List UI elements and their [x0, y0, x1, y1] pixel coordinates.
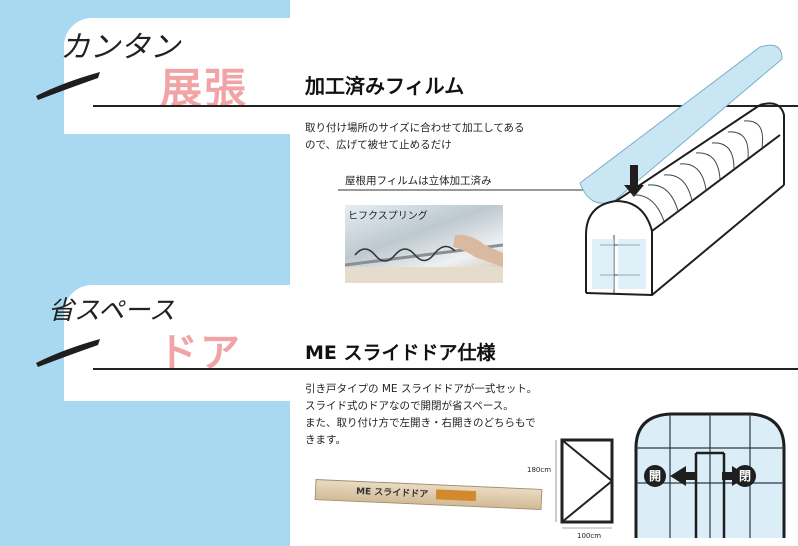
product-box: ME スライドドア — [314, 479, 543, 510]
door-frame-diagram — [555, 438, 614, 529]
greenhouse-illustration — [579, 44, 785, 297]
section1-body-line-1: 取り付け場所のサイズに合わせて加工してある — [305, 122, 525, 134]
door-width-label: 100cm — [577, 532, 602, 540]
product-box-label: ME スライドドア — [355, 486, 429, 500]
product-box-band — [435, 489, 477, 502]
section1-big-text: 展張 — [160, 64, 249, 113]
section1-script-text: カンタン — [60, 30, 180, 65]
open-label-icon: 開 — [644, 465, 666, 487]
door-height-label: 180cm — [527, 466, 552, 474]
section2-body-line-2: スライド式のドアなので開閉が省スペース。 — [305, 400, 514, 412]
callout-leader-line — [338, 189, 586, 191]
section2-rule — [93, 368, 798, 370]
section2-heading: ME スライドドア仕様 — [305, 342, 496, 364]
section1-body: 取り付け場所のサイズに合わせて加工してある ので、広げて被せて止めるだけ — [305, 120, 525, 154]
section2-body-line-3: また、取り付け方で左開き・右開きのどちらもで — [305, 417, 536, 429]
spring-illustration — [345, 234, 503, 283]
close-label-icon: 閉 — [734, 465, 756, 487]
spring-photo-label: ヒフクスプリング — [348, 211, 428, 222]
brush-stroke-2 — [36, 339, 100, 367]
section2-body: 引き戸タイプの ME スライドドアが一式セット。 スライド式のドアなので開閉が省… — [305, 381, 537, 449]
section1-heading: 加工済みフィルム — [305, 74, 465, 98]
spring-photo: ヒフクスプリング — [345, 205, 503, 283]
section2-body-line-1: 引き戸タイプの ME スライドドアが一式セット。 — [305, 383, 538, 395]
callout-text: 屋根用フィルムは立体加工済み — [345, 175, 492, 187]
section1-callout: 屋根用フィルムは立体加工済み — [345, 173, 492, 190]
section1-body-line-2: ので、広げて被せて止めるだけ — [305, 139, 452, 151]
section2-script-text: 省スペース — [48, 296, 175, 326]
section2-body-line-4: きます。 — [305, 434, 346, 446]
section2-tab — [64, 285, 290, 401]
brush-stroke-1 — [36, 72, 100, 100]
section1-tab — [64, 18, 290, 134]
section1-rule — [93, 105, 798, 107]
